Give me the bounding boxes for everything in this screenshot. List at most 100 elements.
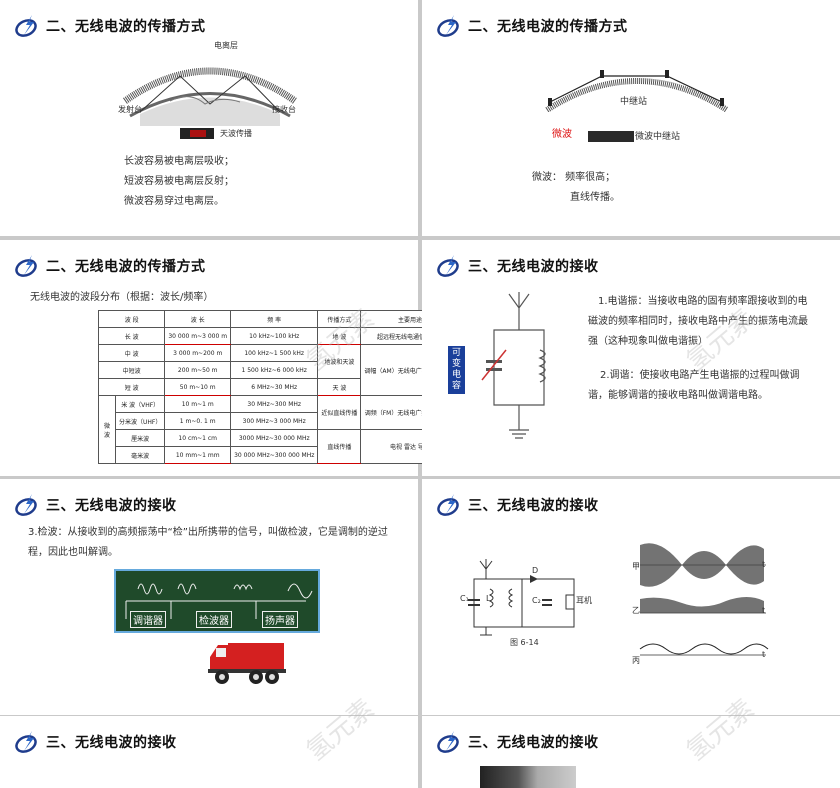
table-cell: 10 mm~1 mm xyxy=(164,446,232,464)
slide-title: 二、无线电波的传播方式 xyxy=(46,19,206,35)
table-header: 传播方式 xyxy=(317,310,362,328)
microwave-relay-diagram xyxy=(545,70,729,112)
table-row: 长 波 30 000 m~3 000 m 10 kHz~100 kHz 地 波 … xyxy=(97,327,460,345)
table-row: 中 波 3 000 m~200 m 100 kHz~1 500 kHz 地波和天… xyxy=(97,344,460,396)
table-cell: 地波和天波 xyxy=(317,344,362,379)
logo-icon xyxy=(437,255,459,277)
resonance-text: 1.电谐振：当接收电路的固有频率跟接收到的电磁波的频率相同时，接收电路中产生的振… xyxy=(588,292,814,406)
logo-icon xyxy=(437,15,459,37)
label-relay-caption: 微波中继站 xyxy=(635,132,681,142)
microwave-notes: 微波： 频率很高； 直线传播。 xyxy=(532,168,620,208)
axis-t: t xyxy=(762,606,766,615)
table-row: 微波 米 波（VHF） 10 m~1 m 30 MHz~300 MHz 近似直线… xyxy=(98,395,460,464)
propagation-notes: 长波容易被电离层吸收； 短波容易被电离层反射； 微波容易穿过电离层。 xyxy=(124,152,234,212)
label-microwave: 微波 xyxy=(552,129,572,140)
slide-title: 三、无线电波的接收 xyxy=(46,735,177,751)
truck-icon xyxy=(208,643,286,684)
tuning-circuit-diagram xyxy=(481,292,546,439)
waveform-rectified xyxy=(640,597,766,614)
logo-icon xyxy=(437,494,459,516)
slide-title: 三、无线电波的接收 xyxy=(468,498,599,514)
table-row: 厘米波 10 cm~1 cm 3000 MHz~30 000 MHz 直线传播 … xyxy=(99,429,460,464)
label-receiver: 接收台 xyxy=(272,105,296,114)
signal-waves xyxy=(125,583,313,619)
slide-1[interactable]: 二、无线电波的传播方式 电离层 发射台 接收台 天波传播 长波容易被电离层吸收；… xyxy=(0,0,418,236)
slide-header: 三、无线电波的接收 xyxy=(14,728,177,756)
block-detector: 检波器 xyxy=(196,611,232,628)
table-cell: 50 m~10 m xyxy=(164,378,232,396)
waveform-am-carrier xyxy=(640,543,766,587)
note-line: 微波容易穿过电离层。 xyxy=(124,196,224,207)
slide-5[interactable]: 三、无线电波的接收 3.检波：从接收到的高频振荡中“检”出所携带的信号，叫做检波… xyxy=(0,479,418,715)
detection-text: 3.检波：从接收到的高频振荡中“检”出所携带的信号，叫做检波，它是调制的逆过程，… xyxy=(28,527,388,558)
table-cell: 300 MHz~3 000 MHz xyxy=(230,412,319,430)
redacted-bar xyxy=(180,128,214,139)
wave-label: 甲 xyxy=(632,562,640,571)
table-cell: 米 波（VHF） xyxy=(114,395,166,413)
slide-4[interactable]: 三、无线电波的接收 xyxy=(422,240,840,476)
table-group-label: 微波 xyxy=(98,395,116,464)
slide-header: 二、无线电波的传播方式 xyxy=(436,12,628,40)
logo-icon xyxy=(15,494,37,516)
label-sky-wave: 天波传播 xyxy=(220,129,252,138)
figure-caption: 图 6-14 xyxy=(510,638,539,647)
table-cell: 长 波 xyxy=(97,327,166,345)
table-row: 毫米波 10 mm~1 mm 30 000 MHz~300 000 MHz xyxy=(99,446,460,464)
slide-title: 二、无线电波的传播方式 xyxy=(46,259,206,275)
note-line: 微波： 频率很高； xyxy=(532,172,616,183)
table-cell: 30 000 m~3 000 m xyxy=(164,327,232,345)
table-cell: 100 kHz~1 500 kHz xyxy=(230,344,319,362)
block-tuner: 调谐器 xyxy=(130,611,166,628)
slide-header: 三、无线电波的接收 xyxy=(436,491,599,519)
note-line: 直线传播。 xyxy=(570,192,620,203)
table-cell: 分米波（UHF） xyxy=(114,412,166,430)
wave-label: 丙 xyxy=(632,656,640,665)
sky-wave-diagram xyxy=(122,67,298,126)
table-cell: 毫米波 xyxy=(114,446,166,464)
table-cell: 地 波 xyxy=(317,327,362,345)
table-header: 波 段 xyxy=(97,310,166,328)
axis-t: t xyxy=(762,560,766,569)
wave-label: 乙 xyxy=(632,606,640,615)
table-cell: 短 波 xyxy=(97,378,166,396)
label-ionosphere: 电离层 xyxy=(214,41,238,50)
table-cell: 30 MHz~300 MHz xyxy=(230,395,319,413)
slide-title: 三、无线电波的接收 xyxy=(468,735,599,751)
slide-header: 三、无线电波的接收 xyxy=(436,728,599,756)
label-d: D xyxy=(532,566,539,575)
logo-icon xyxy=(437,731,459,753)
slide-header: 二、无线电波的传播方式 xyxy=(14,252,206,280)
slide-header: 三、无线电波的接收 xyxy=(436,252,599,280)
table-cell: 10 cm~1 cm xyxy=(164,429,232,447)
table-cell: 3 000 m~200 m xyxy=(164,344,232,362)
table-cell: 1 m~0. 1 m xyxy=(164,412,232,430)
label-l: L xyxy=(486,594,491,603)
slide-8[interactable]: 三、无线电波的接收 xyxy=(422,716,840,788)
logo-icon xyxy=(15,731,37,753)
table-cell: 厘米波 xyxy=(114,429,166,447)
waveform-plots xyxy=(639,543,769,656)
table-cell: 中 波 xyxy=(97,344,166,362)
block-speaker: 扬声器 xyxy=(262,611,298,628)
table-cell: 10 m~1 m xyxy=(164,395,232,413)
label-earphone: 耳机 xyxy=(576,596,592,605)
slide-2[interactable]: 二、无线电波的传播方式 中继站 微波 微波中继站 微波： 频率很高； 直线传播。 xyxy=(422,0,840,236)
label-c2: C₂ xyxy=(532,596,541,605)
photo-thumbnail xyxy=(480,766,576,788)
slide-7[interactable]: 三、无线电波的接收 xyxy=(0,716,418,788)
waveform-audio xyxy=(639,643,769,656)
table-header: 波 长 xyxy=(164,310,232,328)
variable-capacitor-label: 可变电容 xyxy=(448,346,465,394)
paragraph: 1.电谐振：当接收电路的固有频率跟接收到的电磁波的频率相同时，接收电路中产生的振… xyxy=(588,296,808,347)
slide-6[interactable]: 三、无线电波的接收 C₁ L D C₂ 耳机 图 6-14 xyxy=(422,479,840,715)
table-header-row: 波 段 波 长 频 率 传播方式 主要用途 xyxy=(97,310,460,328)
table-cell: 直线传播 xyxy=(317,429,362,464)
axis-t: t xyxy=(762,650,766,659)
table-cell: 1 500 kHz~6 000 kHz xyxy=(230,361,319,379)
chalkboard-block-diagram: 调谐器 检波器 扬声器 xyxy=(114,569,320,633)
note-line: 短波容易被电离层反射； xyxy=(124,176,234,187)
slide-title: 三、无线电波的接收 xyxy=(46,498,177,514)
paragraph: 2.调谐：使接收电路产生电谐振的过程叫做调谐，能够调谐的接收电路叫做调谐电路。 xyxy=(588,370,800,401)
label-c1: C₁ xyxy=(460,594,469,603)
